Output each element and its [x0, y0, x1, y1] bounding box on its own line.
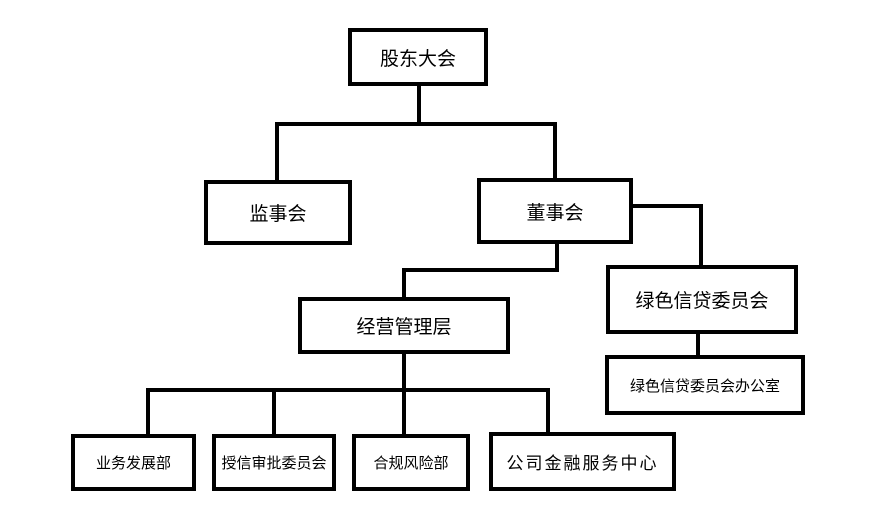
node-label: 绿色信贷委员会办公室	[629, 376, 780, 395]
node-label: 监事会	[249, 203, 307, 225]
node-label: 经营管理层	[356, 316, 452, 338]
node-label: 业务发展部	[95, 454, 171, 472]
node-label: 董事会	[526, 201, 584, 224]
node-label: 公司金融服务中心	[506, 454, 659, 474]
node-label: 股东大会	[379, 47, 456, 70]
node-credit-approval-committee: 授信审批委员会	[212, 434, 336, 491]
node-label: 合规风险部	[373, 454, 449, 472]
node-management: 经营管理层	[298, 297, 510, 354]
node-label: 授信审批委员会	[221, 454, 327, 472]
node-green-credit-committee: 绿色信贷委员会	[606, 265, 798, 334]
node-board-of-directors: 董事会	[477, 178, 633, 244]
node-financial-services-center: 公司金融服务中心	[489, 432, 676, 491]
node-compliance-risk-dept: 合规风险部	[352, 434, 470, 491]
node-shareholders-meeting: 股东大会	[348, 28, 488, 86]
node-label: 绿色信贷委员会	[635, 290, 769, 312]
node-supervisory-board: 监事会	[204, 180, 352, 245]
node-business-development-dept: 业务发展部	[71, 434, 196, 491]
node-green-credit-committee-office: 绿色信贷委员会办公室	[605, 355, 805, 415]
